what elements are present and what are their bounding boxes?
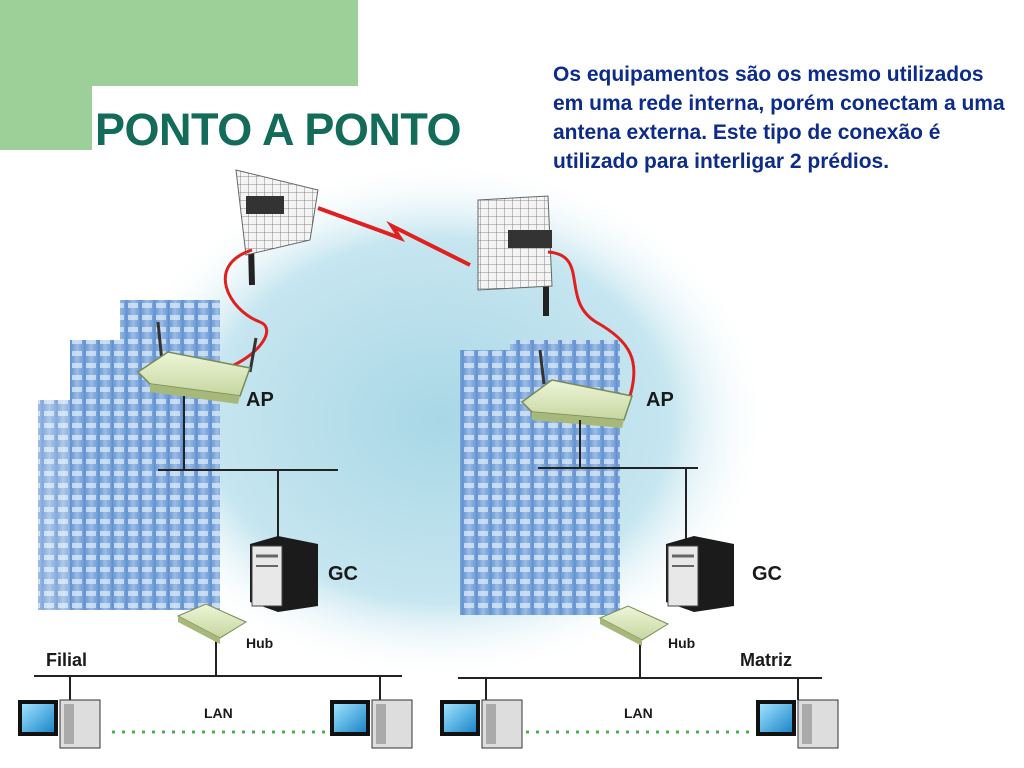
right-gc-server-icon	[666, 536, 734, 612]
right-antenna-icon	[477, 195, 553, 316]
right-hub-icon	[598, 605, 670, 646]
right-lan-label: LAN	[624, 705, 653, 721]
right-antenna-cable	[547, 250, 636, 397]
left-building-tower	[120, 300, 220, 610]
right-building-group	[460, 340, 620, 615]
right-ap-icon	[520, 349, 633, 428]
right-gc-label: GC	[752, 563, 782, 585]
left-building-group	[38, 300, 220, 610]
right-ap-label: AP	[646, 389, 674, 411]
left-gc-server-icon	[250, 536, 318, 612]
right-hub-label: Hub	[668, 635, 695, 651]
left-hub-label: Hub	[246, 635, 273, 651]
right-lan-workstation-1-icon	[440, 699, 523, 749]
left-lan-label: LAN	[204, 705, 233, 721]
left-antenna-cable	[223, 248, 269, 368]
left-lan-workstation-2-icon	[330, 699, 413, 749]
left-site-label: Filial	[46, 650, 87, 670]
left-antenna-icon	[235, 169, 319, 286]
left-lan-workstation-1-icon	[18, 699, 101, 749]
left-ap-icon	[136, 321, 258, 404]
right-site-label: Matriz	[740, 650, 792, 670]
corner-accent-step	[0, 86, 92, 150]
left-wiring	[34, 396, 402, 700]
right-building-tower	[510, 340, 620, 615]
left-gc-label: GC	[328, 563, 358, 585]
slide-description: Os equipamentos são os mesmo utilizados …	[553, 63, 1005, 173]
slide-title: PONTO A PONTO	[95, 104, 462, 155]
left-ap-label: AP	[246, 389, 274, 411]
right-wiring	[458, 420, 822, 700]
right-lan-workstation-2-icon	[756, 699, 839, 749]
corner-accent-block	[0, 0, 358, 86]
wireless-link	[317, 206, 471, 267]
left-building-small	[38, 400, 78, 610]
left-hub-icon	[176, 603, 248, 644]
